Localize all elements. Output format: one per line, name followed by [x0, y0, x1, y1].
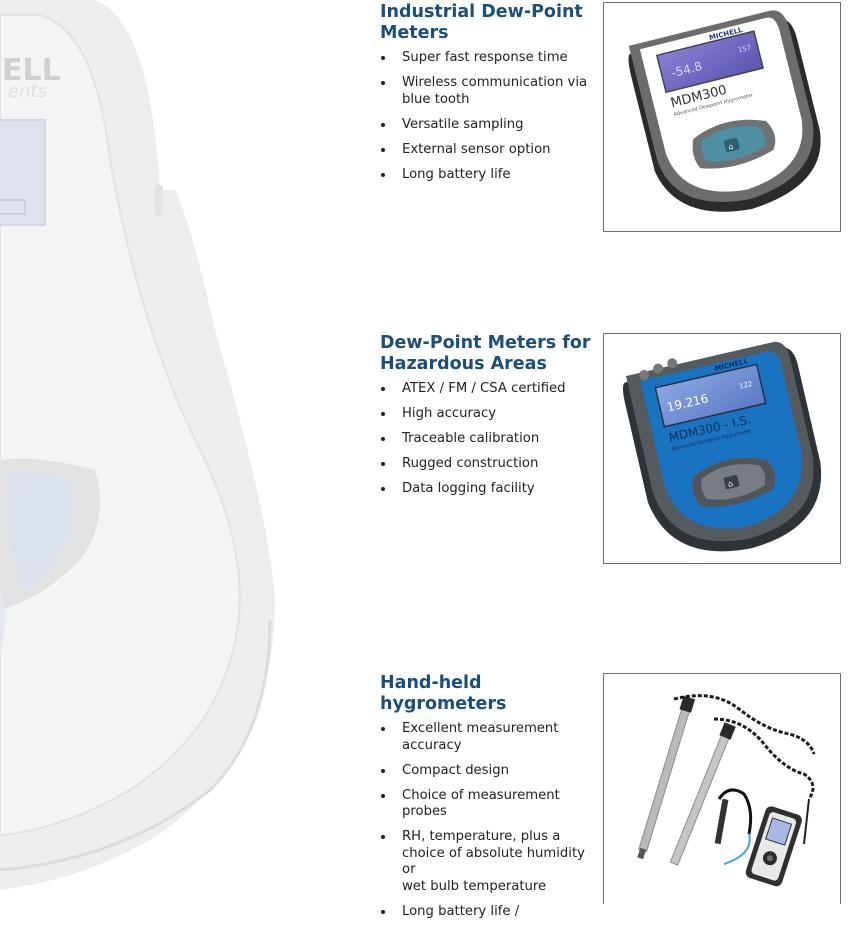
section-title: Dew-Point Meters for Hazardous Areas	[380, 333, 595, 375]
feature-item: Long battery life /	[380, 904, 595, 921]
section-title-line1: Hand-held	[380, 673, 482, 693]
feature-list: ATEX / FM / CSA certified High accuracy …	[380, 381, 595, 498]
section-title-line2: hygrometers	[380, 694, 507, 714]
product-photo-mdm300-is: 19.216 122 MICHELL MDM300 - I.S. Advance…	[603, 333, 841, 564]
product-photo-mdm300: -54.8 157 MICHELL MDM300 Advanced Dewpoi…	[603, 2, 841, 232]
product-section-industrial: Industrial Dew-Point Meters Super fast r…	[380, 2, 595, 192]
feature-item: Traceable calibration	[380, 431, 595, 448]
feature-item: Compact design	[380, 763, 595, 780]
feature-item: Rugged construction	[380, 456, 595, 473]
feature-list: Super fast response time Wireless commun…	[380, 50, 595, 183]
background-logo-subtext: ents	[8, 81, 47, 102]
background-logo-text: ELL	[2, 53, 61, 88]
screen-small-reading: 157	[737, 43, 752, 54]
feature-item: High accuracy	[380, 406, 595, 423]
svg-text:⌂: ⌂	[727, 142, 734, 152]
screen-small-reading: 122	[738, 380, 753, 391]
background-device-image: ELL ents	[0, 0, 275, 890]
section-title-line1: Dew-Point Meters for	[380, 333, 591, 353]
section-title: Hand-held hygrometers	[380, 673, 595, 715]
feature-item: External sensor option	[380, 142, 595, 159]
section-title-line2: Hazardous Areas	[380, 354, 547, 374]
section-title: Industrial Dew-Point Meters	[380, 2, 595, 44]
feature-item: ATEX / FM / CSA certified	[380, 381, 595, 398]
product-section-handheld: Hand-held hygrometers Excellent measurem…	[380, 673, 595, 929]
svg-text:⌂: ⌂	[727, 479, 734, 489]
feature-item: Versatile sampling	[380, 117, 595, 134]
product-photo-handheld-hygrometer	[603, 673, 841, 904]
product-section-hazardous: Dew-Point Meters for Hazardous Areas ATE…	[380, 333, 595, 506]
section-title-line2: Meters	[380, 23, 449, 43]
feature-item: Long battery life	[380, 167, 595, 184]
section-title-line1: Industrial Dew-Point	[380, 2, 583, 22]
feature-item: Data logging facility	[380, 481, 595, 498]
feature-item: Super fast response time	[380, 50, 595, 67]
